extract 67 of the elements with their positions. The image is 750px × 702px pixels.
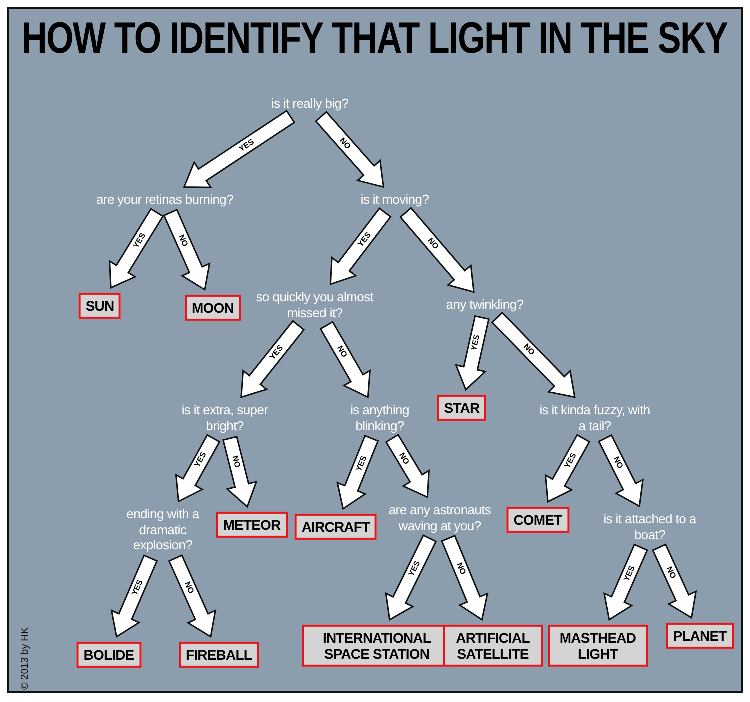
edge-label: NO <box>182 580 195 595</box>
edge-label: YES <box>354 454 368 472</box>
arrow <box>491 312 576 398</box>
edge-label: NO <box>177 234 190 248</box>
arrow <box>336 435 380 510</box>
answer-box: PLANET <box>666 622 734 650</box>
arrow <box>315 111 385 188</box>
question-text: is anything blinking? <box>330 402 430 434</box>
arrow <box>441 534 489 622</box>
edge-label: YES <box>470 334 482 352</box>
edge-label: YES <box>408 560 422 578</box>
answer-box: SUN <box>78 292 122 320</box>
arrow <box>240 320 306 398</box>
title: HOW TO IDENTIFY THAT LIGHT IN THE SKY <box>22 14 728 64</box>
answer-box: STAR <box>437 394 487 422</box>
arrow <box>175 434 221 503</box>
edge-label: NO <box>336 344 348 360</box>
question-text: is it attached to a boat? <box>598 511 702 543</box>
edge-label: YES <box>564 452 579 470</box>
answer-box: BOLIDE <box>76 642 142 668</box>
answer-box: AIRCRAFT <box>294 514 378 540</box>
arrow <box>110 554 158 638</box>
question-text: so quickly you almost missed it? <box>251 289 379 321</box>
question-text: is it extra, super bright? <box>178 402 272 434</box>
arrow <box>652 544 698 620</box>
edge-label: YES <box>356 231 373 249</box>
answer-box: MOON <box>185 294 241 322</box>
copyright-note: © 2013 by HK <box>20 628 31 690</box>
edge-label: YES <box>238 138 256 154</box>
question-text: is it kinda fuzzy, with a tail? <box>535 402 655 434</box>
edge-label: NO <box>521 342 536 357</box>
arrow <box>385 434 430 499</box>
arrow <box>222 436 258 508</box>
edge-label: YES <box>268 344 285 362</box>
answer-box: FIREBALL <box>179 642 259 668</box>
question-text: is it really big? <box>210 96 410 112</box>
arrow <box>163 208 211 292</box>
question-text: are your retinas burning? <box>55 192 275 208</box>
arrow <box>385 534 438 622</box>
edge-label: NO <box>426 236 440 252</box>
arrow <box>108 208 164 290</box>
edge-label: NO <box>611 456 624 470</box>
arrow <box>168 554 217 638</box>
answer-box: MASTHEAD LIGHT <box>548 624 648 668</box>
edge-label: NO <box>230 455 242 469</box>
arrow <box>603 544 648 622</box>
edge-label: NO <box>455 562 468 576</box>
question-text: ending with a dramatic explosion? <box>113 506 213 554</box>
arrow <box>183 110 296 188</box>
edge-label: NO <box>398 451 411 466</box>
edge-label: YES <box>194 452 209 470</box>
arrow <box>320 321 372 399</box>
edge-label: YES <box>622 564 636 583</box>
arrow <box>400 207 475 294</box>
answer-box: METEOR <box>216 512 288 538</box>
edge-label: NO <box>338 136 352 151</box>
question-text: any twinkling? <box>410 297 560 313</box>
arrow <box>454 315 490 392</box>
arrow <box>330 208 392 286</box>
question-text: are any astronauts waving at you? <box>375 502 505 534</box>
answer-box: ARTIFICIAL SATELLITE <box>443 624 543 668</box>
edge-label: YES <box>131 578 145 596</box>
edge-label: NO <box>664 566 678 580</box>
answer-box: COMET <box>506 506 570 534</box>
question-text: is it moving? <box>325 192 465 208</box>
arrow <box>598 434 644 508</box>
arrow <box>544 434 591 504</box>
